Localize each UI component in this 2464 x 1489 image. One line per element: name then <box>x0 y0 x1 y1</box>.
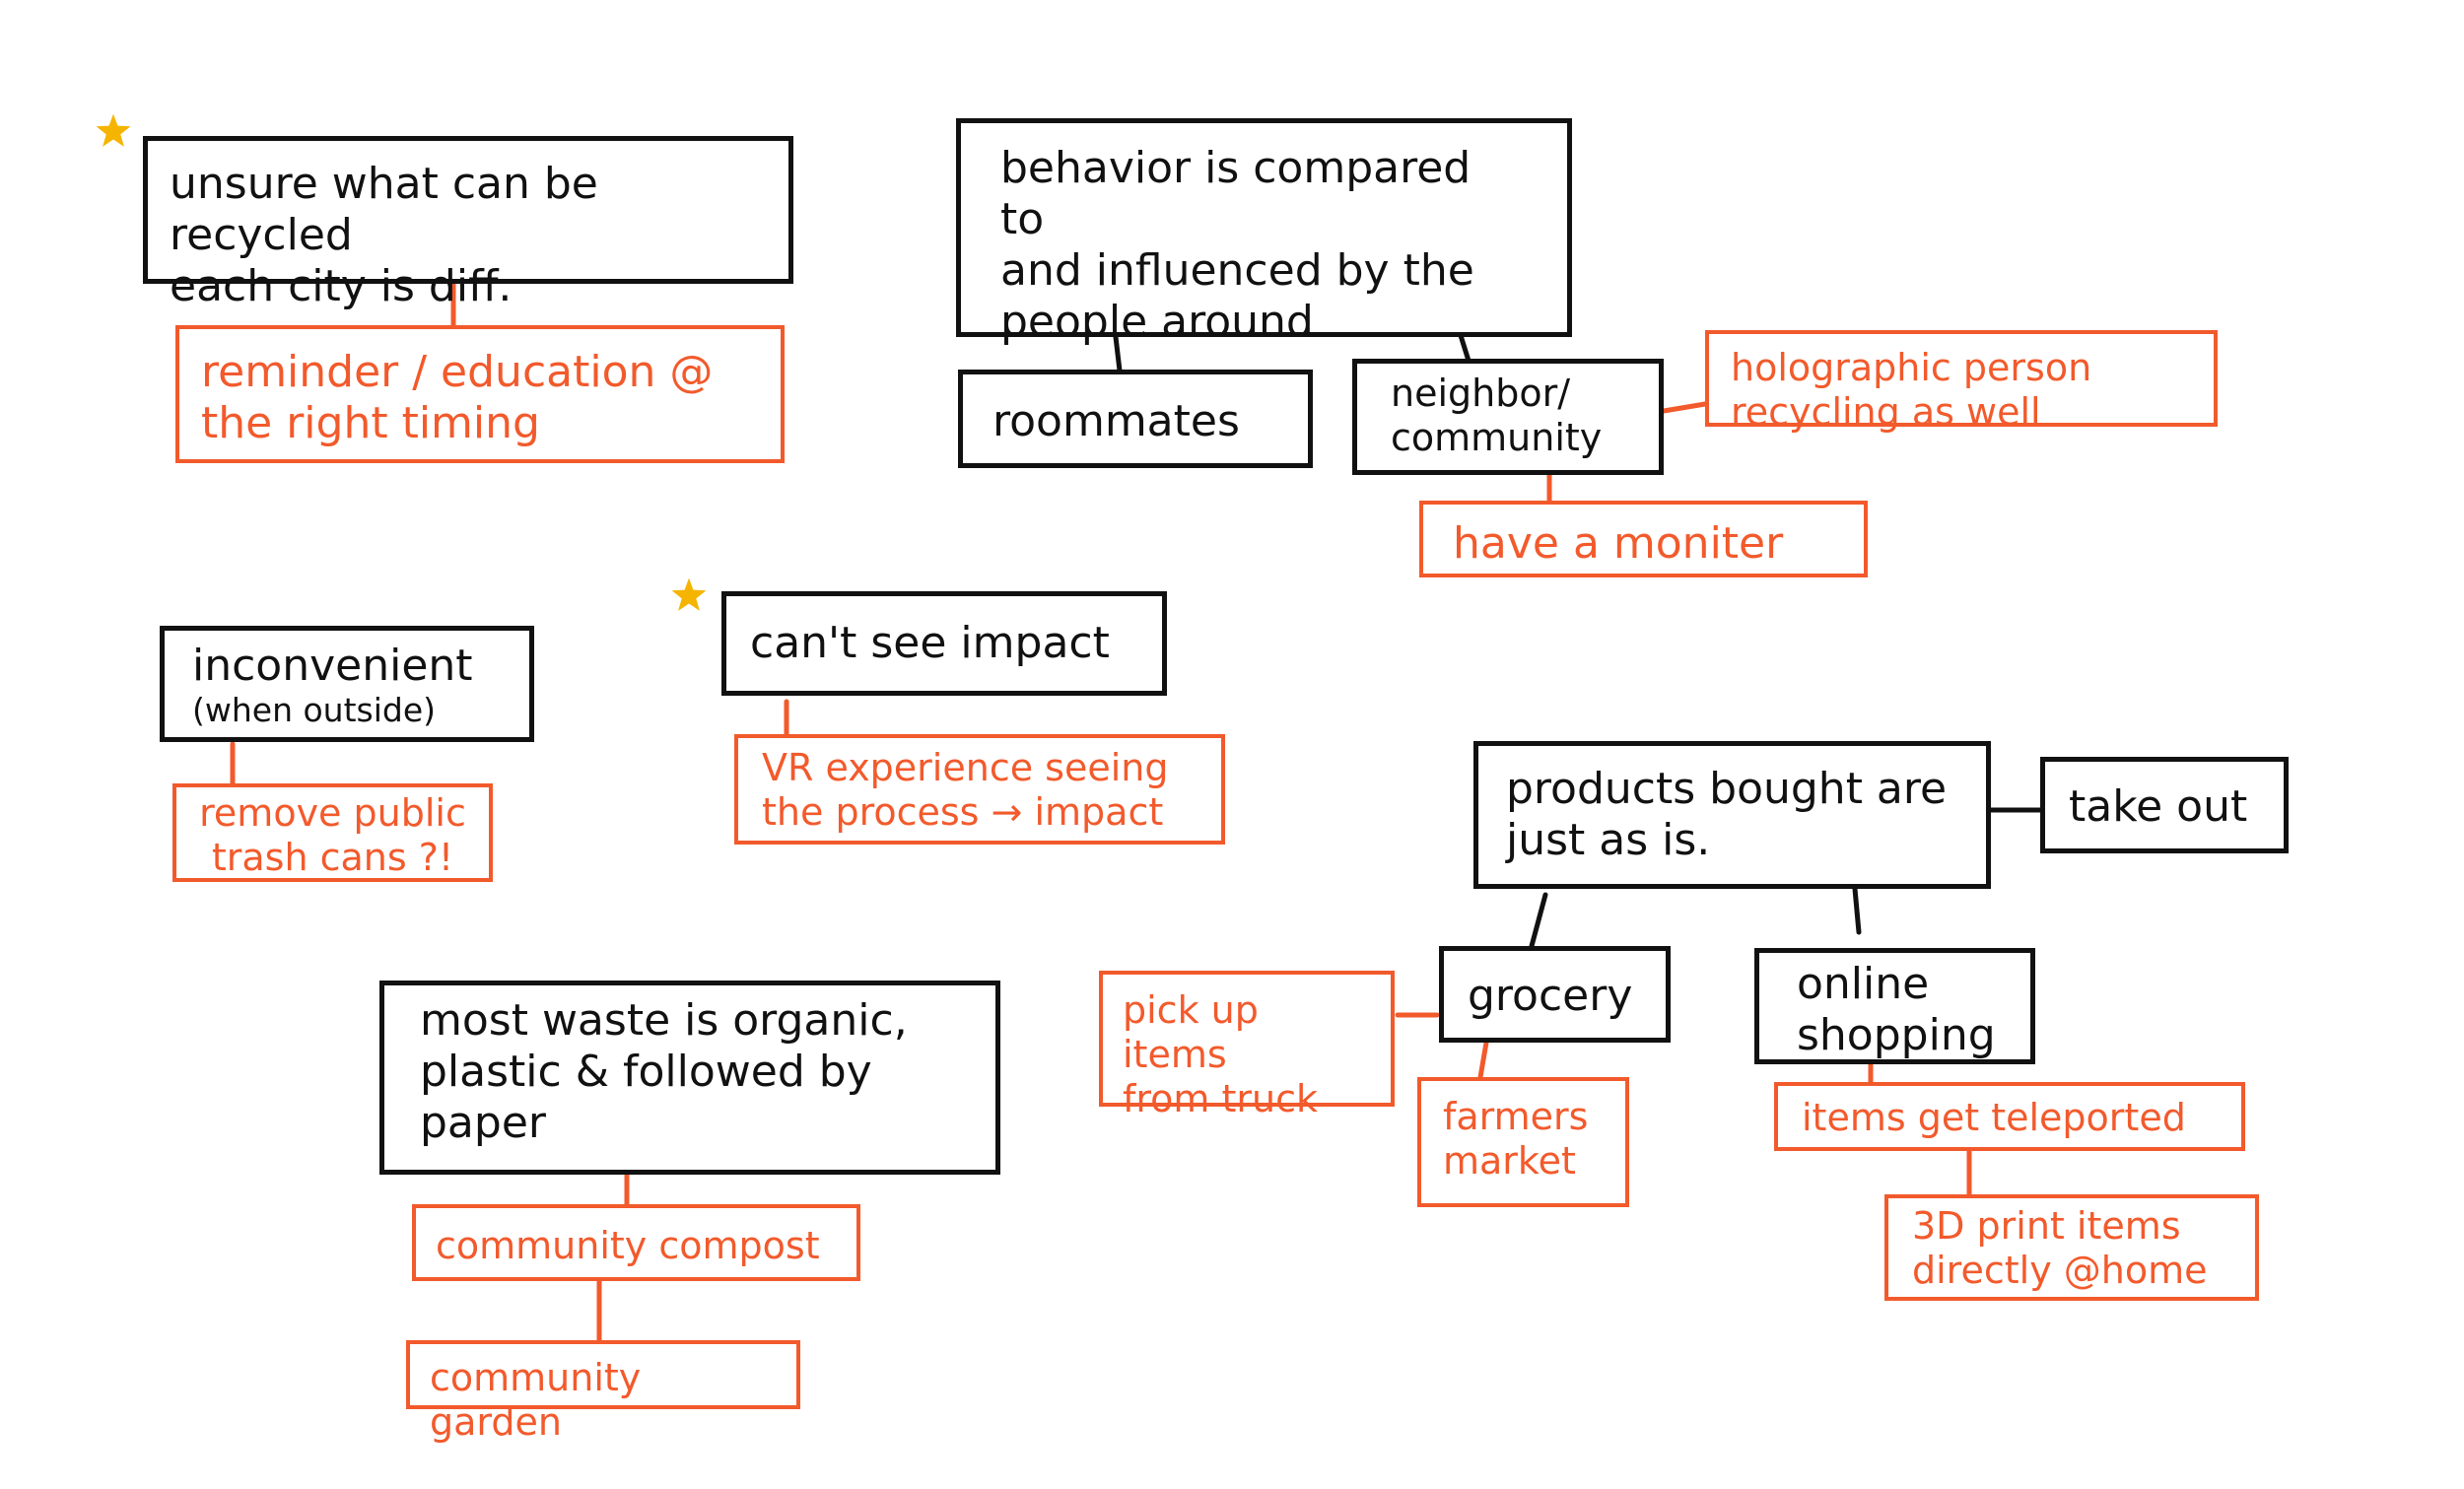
node-text: roommates <box>992 396 1240 446</box>
node-neighbor-community: neighbor/ community <box>1352 359 1664 475</box>
problem-text: most waste is organic, plastic & followe… <box>420 995 908 1148</box>
node-take-out: take out <box>2040 757 2289 853</box>
idea-box-community-compost: community compost <box>412 1204 860 1281</box>
connector-grocery-farmers <box>1477 1040 1489 1080</box>
idea-text: holographic person recycling as well <box>1731 346 2092 434</box>
problem-text: behavior is compared to and influenced b… <box>1000 143 1474 347</box>
idea-text: have a moniter <box>1453 518 1784 569</box>
node-text: take out <box>2069 781 2248 832</box>
idea-box-holographic: holographic person recycling as well <box>1705 330 2218 434</box>
idea-text: remove public trash cans ?! <box>199 791 466 879</box>
problem-text: inconvenient <box>192 641 473 691</box>
problem-box-products: products bought are just as is. <box>1473 741 1991 889</box>
problem-subtext: (when outside) <box>192 690 437 729</box>
node-roommates: roommates <box>958 370 1313 468</box>
idea-box-monitor: have a moniter <box>1419 501 1868 577</box>
idea-text: pick up items from truck <box>1123 988 1319 1120</box>
idea-text: 3D print items directly @home <box>1912 1204 2208 1292</box>
node-text: grocery <box>1468 971 1633 1021</box>
idea-box-remove-cans: remove public trash cans ?! <box>172 783 493 882</box>
idea-box-pick-up-truck: pick up items from truck <box>1099 971 1395 1120</box>
problem-text: can't see impact <box>750 618 1110 668</box>
star-icon <box>670 576 708 614</box>
node-grocery: grocery <box>1439 946 1671 1043</box>
idea-box-teleported: items get teleported <box>1774 1082 2245 1151</box>
node-text: neighbor/ community <box>1391 372 1603 459</box>
problem-text: products bought are just as is. <box>1506 764 1948 865</box>
connector-products-online <box>1852 886 1862 935</box>
idea-text: community compost <box>436 1224 820 1267</box>
idea-box-community-garden: community garden <box>406 1340 800 1444</box>
idea-box-3d-print: 3D print items directly @home <box>1884 1194 2259 1301</box>
problem-box-organic-waste: most waste is organic, plastic & followe… <box>379 981 1000 1175</box>
idea-text: farmers market <box>1443 1095 1589 1183</box>
problem-box-cant-see-impact: can't see impact <box>721 591 1167 696</box>
connector-behavior-roommates <box>1113 334 1123 373</box>
idea-box-farmers-market: farmers market <box>1417 1077 1629 1207</box>
idea-box-vr-experience: VR experience seeing the process → impac… <box>734 734 1225 845</box>
idea-box-reminder-education: reminder / education @ the right timing <box>175 325 785 463</box>
star-icon <box>95 112 132 150</box>
idea-text: community garden <box>430 1356 642 1444</box>
node-online-shopping: online shopping <box>1754 948 2035 1064</box>
idea-text: reminder / education @ the right timing <box>201 347 714 448</box>
connector-neighbor-holographic <box>1655 401 1708 415</box>
problem-box-recycle-unsure: unsure what can be recycled each city is… <box>143 136 793 311</box>
node-text: online shopping <box>1797 959 1996 1060</box>
problem-box-behavior: behavior is compared to and influenced b… <box>956 118 1572 347</box>
idea-text: items get teleported <box>1802 1096 2186 1139</box>
problem-box-inconvenient: inconvenient (when outside) <box>160 626 534 742</box>
connector-products-grocery <box>1529 892 1548 949</box>
problem-text: unsure what can be recycled each city is… <box>170 159 598 311</box>
idea-text: VR experience seeing the process → impac… <box>762 746 1169 834</box>
